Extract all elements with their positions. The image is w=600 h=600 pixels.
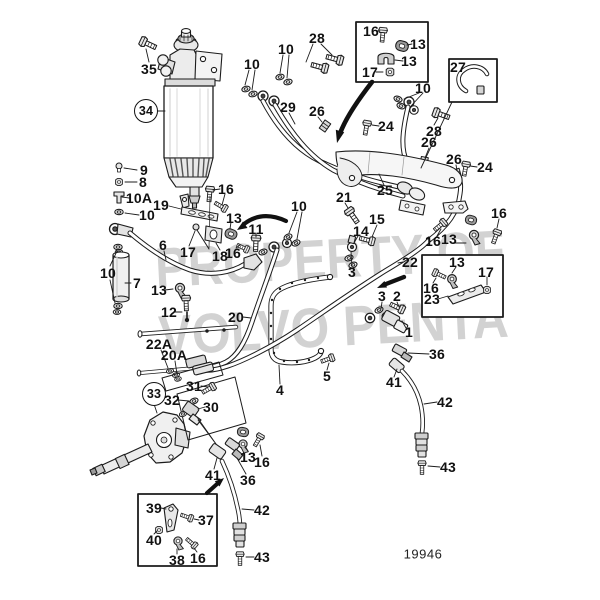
pump-assembly-33 xyxy=(89,411,191,477)
arrows xyxy=(205,79,407,495)
bottom-center-cluster xyxy=(208,426,266,566)
bracket-19 xyxy=(179,185,262,255)
inset-box-1 xyxy=(355,21,429,83)
inset-box-3 xyxy=(421,254,504,318)
hose-6 xyxy=(127,230,293,276)
cluster-21-15-14 xyxy=(342,205,377,270)
drawing-number: 19946 xyxy=(403,546,443,562)
clip-13-left xyxy=(174,282,192,323)
inset-box-2 xyxy=(448,58,498,103)
inset-box-4 xyxy=(137,493,218,567)
pipe-assembly-4 xyxy=(268,273,336,366)
inset-31-32-30 xyxy=(161,361,247,445)
leader-lines xyxy=(109,30,500,558)
hoses-29 xyxy=(240,51,406,199)
right-fitting-stack xyxy=(364,299,429,475)
fuel-filter-assembly xyxy=(137,28,223,209)
hose-22-long xyxy=(202,238,431,373)
bracket-25 xyxy=(335,150,463,189)
hose-20-long xyxy=(196,247,280,370)
manifold-junction xyxy=(396,181,503,246)
